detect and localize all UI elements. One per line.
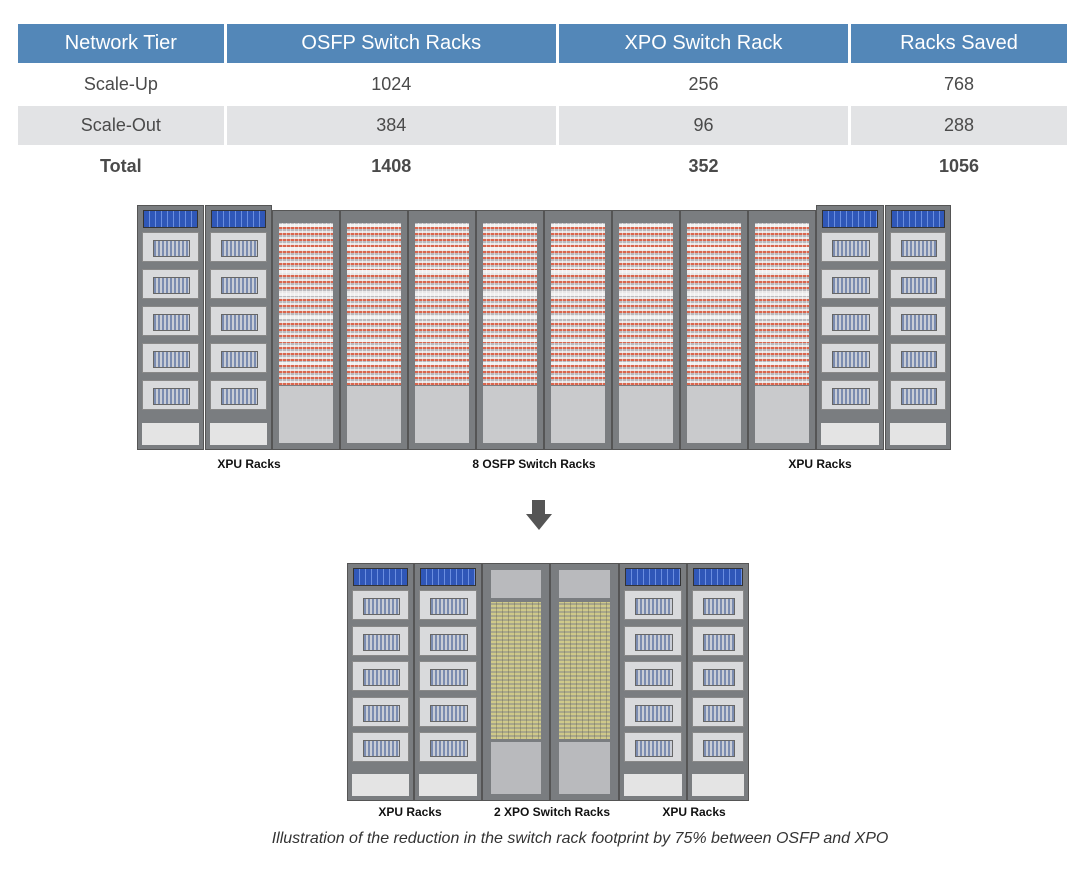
header-network-tier: Network Tier (18, 24, 224, 63)
xpu-rack (687, 563, 749, 801)
top-osfp-label: 8 OSFP Switch Racks (472, 457, 596, 471)
server-tray (890, 380, 946, 410)
server-tray (210, 380, 267, 410)
server-tray (624, 625, 682, 656)
header-osfp-switch-racks: OSFP Switch Racks (226, 24, 556, 63)
server-tray (692, 590, 744, 620)
cell: 352 (688, 156, 719, 176)
xpu-rack (885, 205, 951, 450)
cell: 1024 (371, 74, 412, 94)
server-tray (692, 696, 744, 727)
server-tray (352, 590, 409, 620)
top-left-xpu-label: XPU Racks (217, 457, 281, 471)
osfp-rack (612, 210, 680, 450)
figure-caption: Illustration of the reduction in the swi… (271, 830, 889, 847)
table-row: Scale-Up 1024 256 768 (18, 65, 1067, 104)
server-tray (692, 732, 744, 763)
header-racks-saved: Racks Saved (851, 24, 1067, 63)
cell: 96 (558, 106, 849, 145)
osfp-rack (476, 210, 544, 450)
server-tray (352, 625, 409, 656)
server-tray (352, 661, 409, 692)
rack-comparison-table: Network Tier OSFP Switch Racks XPO Switc… (15, 22, 1070, 188)
xpu-rack (347, 563, 414, 801)
cell: 1408 (371, 156, 412, 176)
top-right-xpu-label: XPU Racks (788, 457, 852, 471)
bottom-xpo-label: 2 XPO Switch Racks (493, 805, 611, 819)
server-tray (624, 696, 682, 727)
server-tray (890, 232, 946, 262)
server-tray (142, 269, 199, 299)
bottom-right-xpu-label: XPU Racks (662, 805, 726, 819)
osfp-rack (272, 210, 340, 450)
table-total-row: Total 1408 352 1056 (18, 147, 1067, 186)
server-tray (821, 232, 879, 262)
xpo-rack (550, 563, 619, 801)
server-tray (419, 696, 477, 727)
xpu-rack (619, 563, 687, 801)
server-tray (419, 625, 477, 656)
osfp-rack (544, 210, 612, 450)
server-tray (210, 306, 267, 336)
xpu-rack (414, 563, 482, 801)
table-header-row: Network Tier OSFP Switch Racks XPO Switc… (18, 24, 1067, 63)
server-tray (210, 343, 267, 373)
cell: 384 (226, 106, 556, 145)
bottom-left-xpu-label: XPU Racks (378, 805, 442, 819)
cell: Total (99, 156, 142, 176)
table-row: Scale-Out 384 96 288 (18, 106, 1067, 145)
osfp-rack (748, 210, 816, 450)
server-tray (419, 661, 477, 692)
osfp-rack (408, 210, 476, 450)
xpo-rack (482, 563, 550, 801)
server-tray (419, 732, 477, 763)
server-tray (821, 343, 879, 373)
server-tray (210, 232, 267, 262)
server-tray (352, 732, 409, 763)
osfp-rack (680, 210, 748, 450)
server-tray (890, 343, 946, 373)
cell: 768 (944, 74, 975, 94)
xpu-rack (205, 205, 272, 450)
server-tray (821, 269, 879, 299)
server-tray (142, 232, 199, 262)
server-tray (692, 661, 744, 692)
xpu-rack (816, 205, 884, 450)
server-tray (890, 269, 946, 299)
server-tray (692, 625, 744, 656)
server-tray (210, 269, 267, 299)
cell: Scale-Out (18, 106, 224, 145)
xpu-rack (137, 205, 204, 450)
header-xpo-switch-rack: XPO Switch Rack (558, 24, 849, 63)
server-tray (142, 343, 199, 373)
server-tray (821, 306, 879, 336)
server-tray (890, 306, 946, 336)
server-tray (142, 380, 199, 410)
cell: 256 (688, 74, 719, 94)
cell: Scale-Up (83, 74, 158, 94)
server-tray (419, 590, 477, 620)
server-tray (142, 306, 199, 336)
osfp-rack (340, 210, 408, 450)
server-tray (624, 661, 682, 692)
server-tray (624, 732, 682, 763)
server-tray (624, 590, 682, 620)
server-tray (352, 696, 409, 727)
cell: 1056 (939, 156, 980, 176)
server-tray (821, 380, 879, 410)
cell: 288 (851, 106, 1067, 145)
